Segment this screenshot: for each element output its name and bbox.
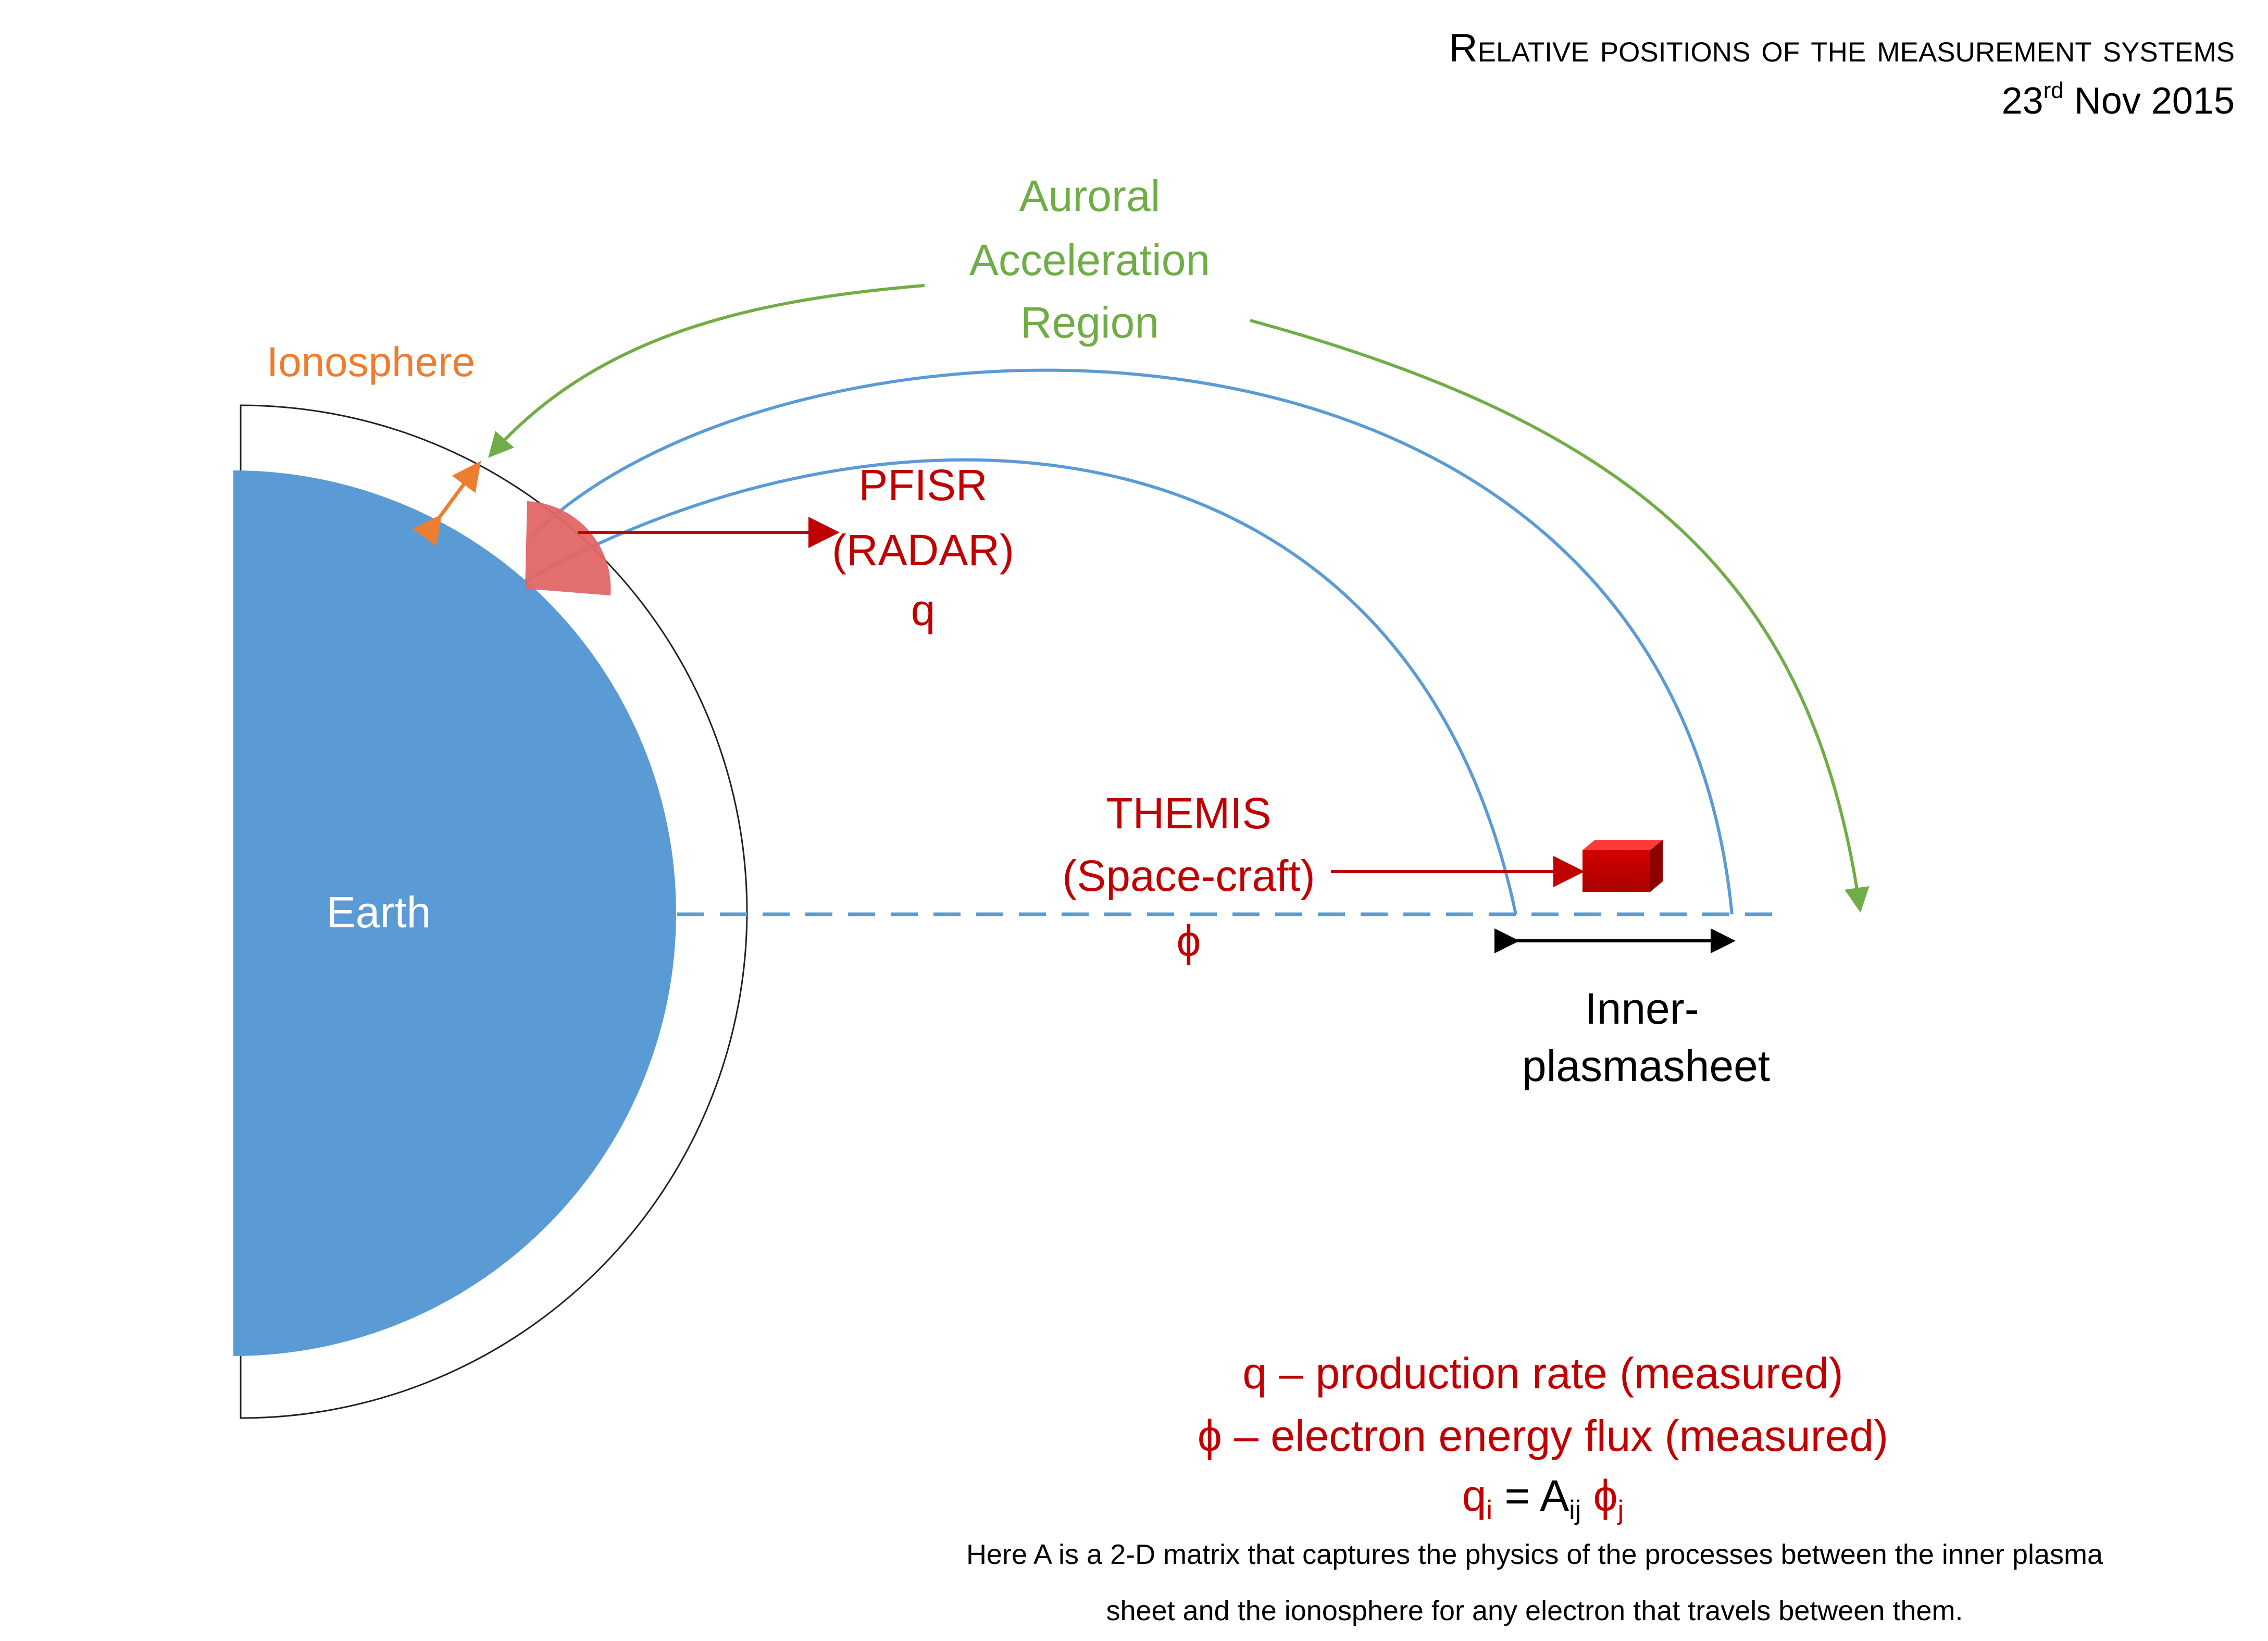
auroral-label-line-3: Region bbox=[1020, 298, 1159, 347]
eq-sub-i: i bbox=[1486, 1495, 1492, 1525]
auroral-arrow-left bbox=[488, 284, 925, 458]
ionosphere-thickness-arrow bbox=[413, 461, 481, 546]
inner-plasmasheet-line-1: Inner- bbox=[1585, 984, 1699, 1033]
note-line-2: sheet and the ionosphere for any electro… bbox=[1106, 1595, 1963, 1626]
pfisr-label: PFISR (RADAR) q bbox=[832, 461, 1014, 635]
radar-beam bbox=[525, 501, 611, 595]
pfisr-label-type: (RADAR) bbox=[832, 526, 1014, 575]
earth-label: Earth bbox=[327, 888, 431, 937]
eq-sub-j: j bbox=[1617, 1495, 1624, 1525]
pfisr-label-name: PFISR bbox=[858, 461, 987, 509]
eq-phi: ϕ bbox=[1581, 1471, 1617, 1520]
inner-plasmasheet-label: Inner- plasmasheet bbox=[1522, 984, 1770, 1090]
phi-definition: ϕ – electron energy flux (measured) bbox=[1198, 1411, 1888, 1460]
pfisr-label-symbol: q bbox=[911, 586, 936, 635]
auroral-region-label: Auroral Acceleration Region bbox=[969, 171, 1210, 347]
themis-label-type: (Space-craft) bbox=[1062, 851, 1315, 900]
eq-sub-ij: ij bbox=[1569, 1495, 1581, 1525]
q-definition: q – production rate (measured) bbox=[1242, 1349, 1843, 1398]
themis-label-name: THEMIS bbox=[1106, 789, 1271, 838]
auroral-label-line-2: Acceleration bbox=[969, 235, 1210, 284]
eq-mid: = A bbox=[1492, 1471, 1569, 1520]
auroral-label-line-1: Auroral bbox=[1019, 171, 1161, 220]
date-day: 23 bbox=[2002, 80, 2043, 122]
note-line-1: Here A is a 2-D matrix that captures the… bbox=[966, 1539, 2103, 1570]
outer-field-line bbox=[530, 368, 1734, 915]
page-title: Relative positions of the measurement sy… bbox=[1449, 26, 2235, 70]
themis-spacecraft-icon bbox=[1582, 840, 1663, 892]
ionosphere-label: Ionosphere bbox=[267, 339, 475, 385]
inner-plasmasheet-line-2: plasmasheet bbox=[1522, 1041, 1770, 1090]
eq-q: q bbox=[1462, 1471, 1487, 1520]
date-rest: Nov 2015 bbox=[2064, 80, 2235, 122]
date-day-suffix: rd bbox=[2043, 78, 2064, 103]
relation-equation: qi = Aij ϕj bbox=[1462, 1471, 1624, 1525]
earth-disc bbox=[233, 470, 676, 1356]
page-date: 23rd Nov 2015 bbox=[2002, 78, 2235, 122]
inner-field-line bbox=[520, 458, 1517, 915]
themis-label: THEMIS (Space-craft) ϕ bbox=[1062, 789, 1315, 965]
auroral-arrow-right bbox=[1250, 319, 1870, 913]
themis-label-symbol: ϕ bbox=[1176, 916, 1201, 965]
